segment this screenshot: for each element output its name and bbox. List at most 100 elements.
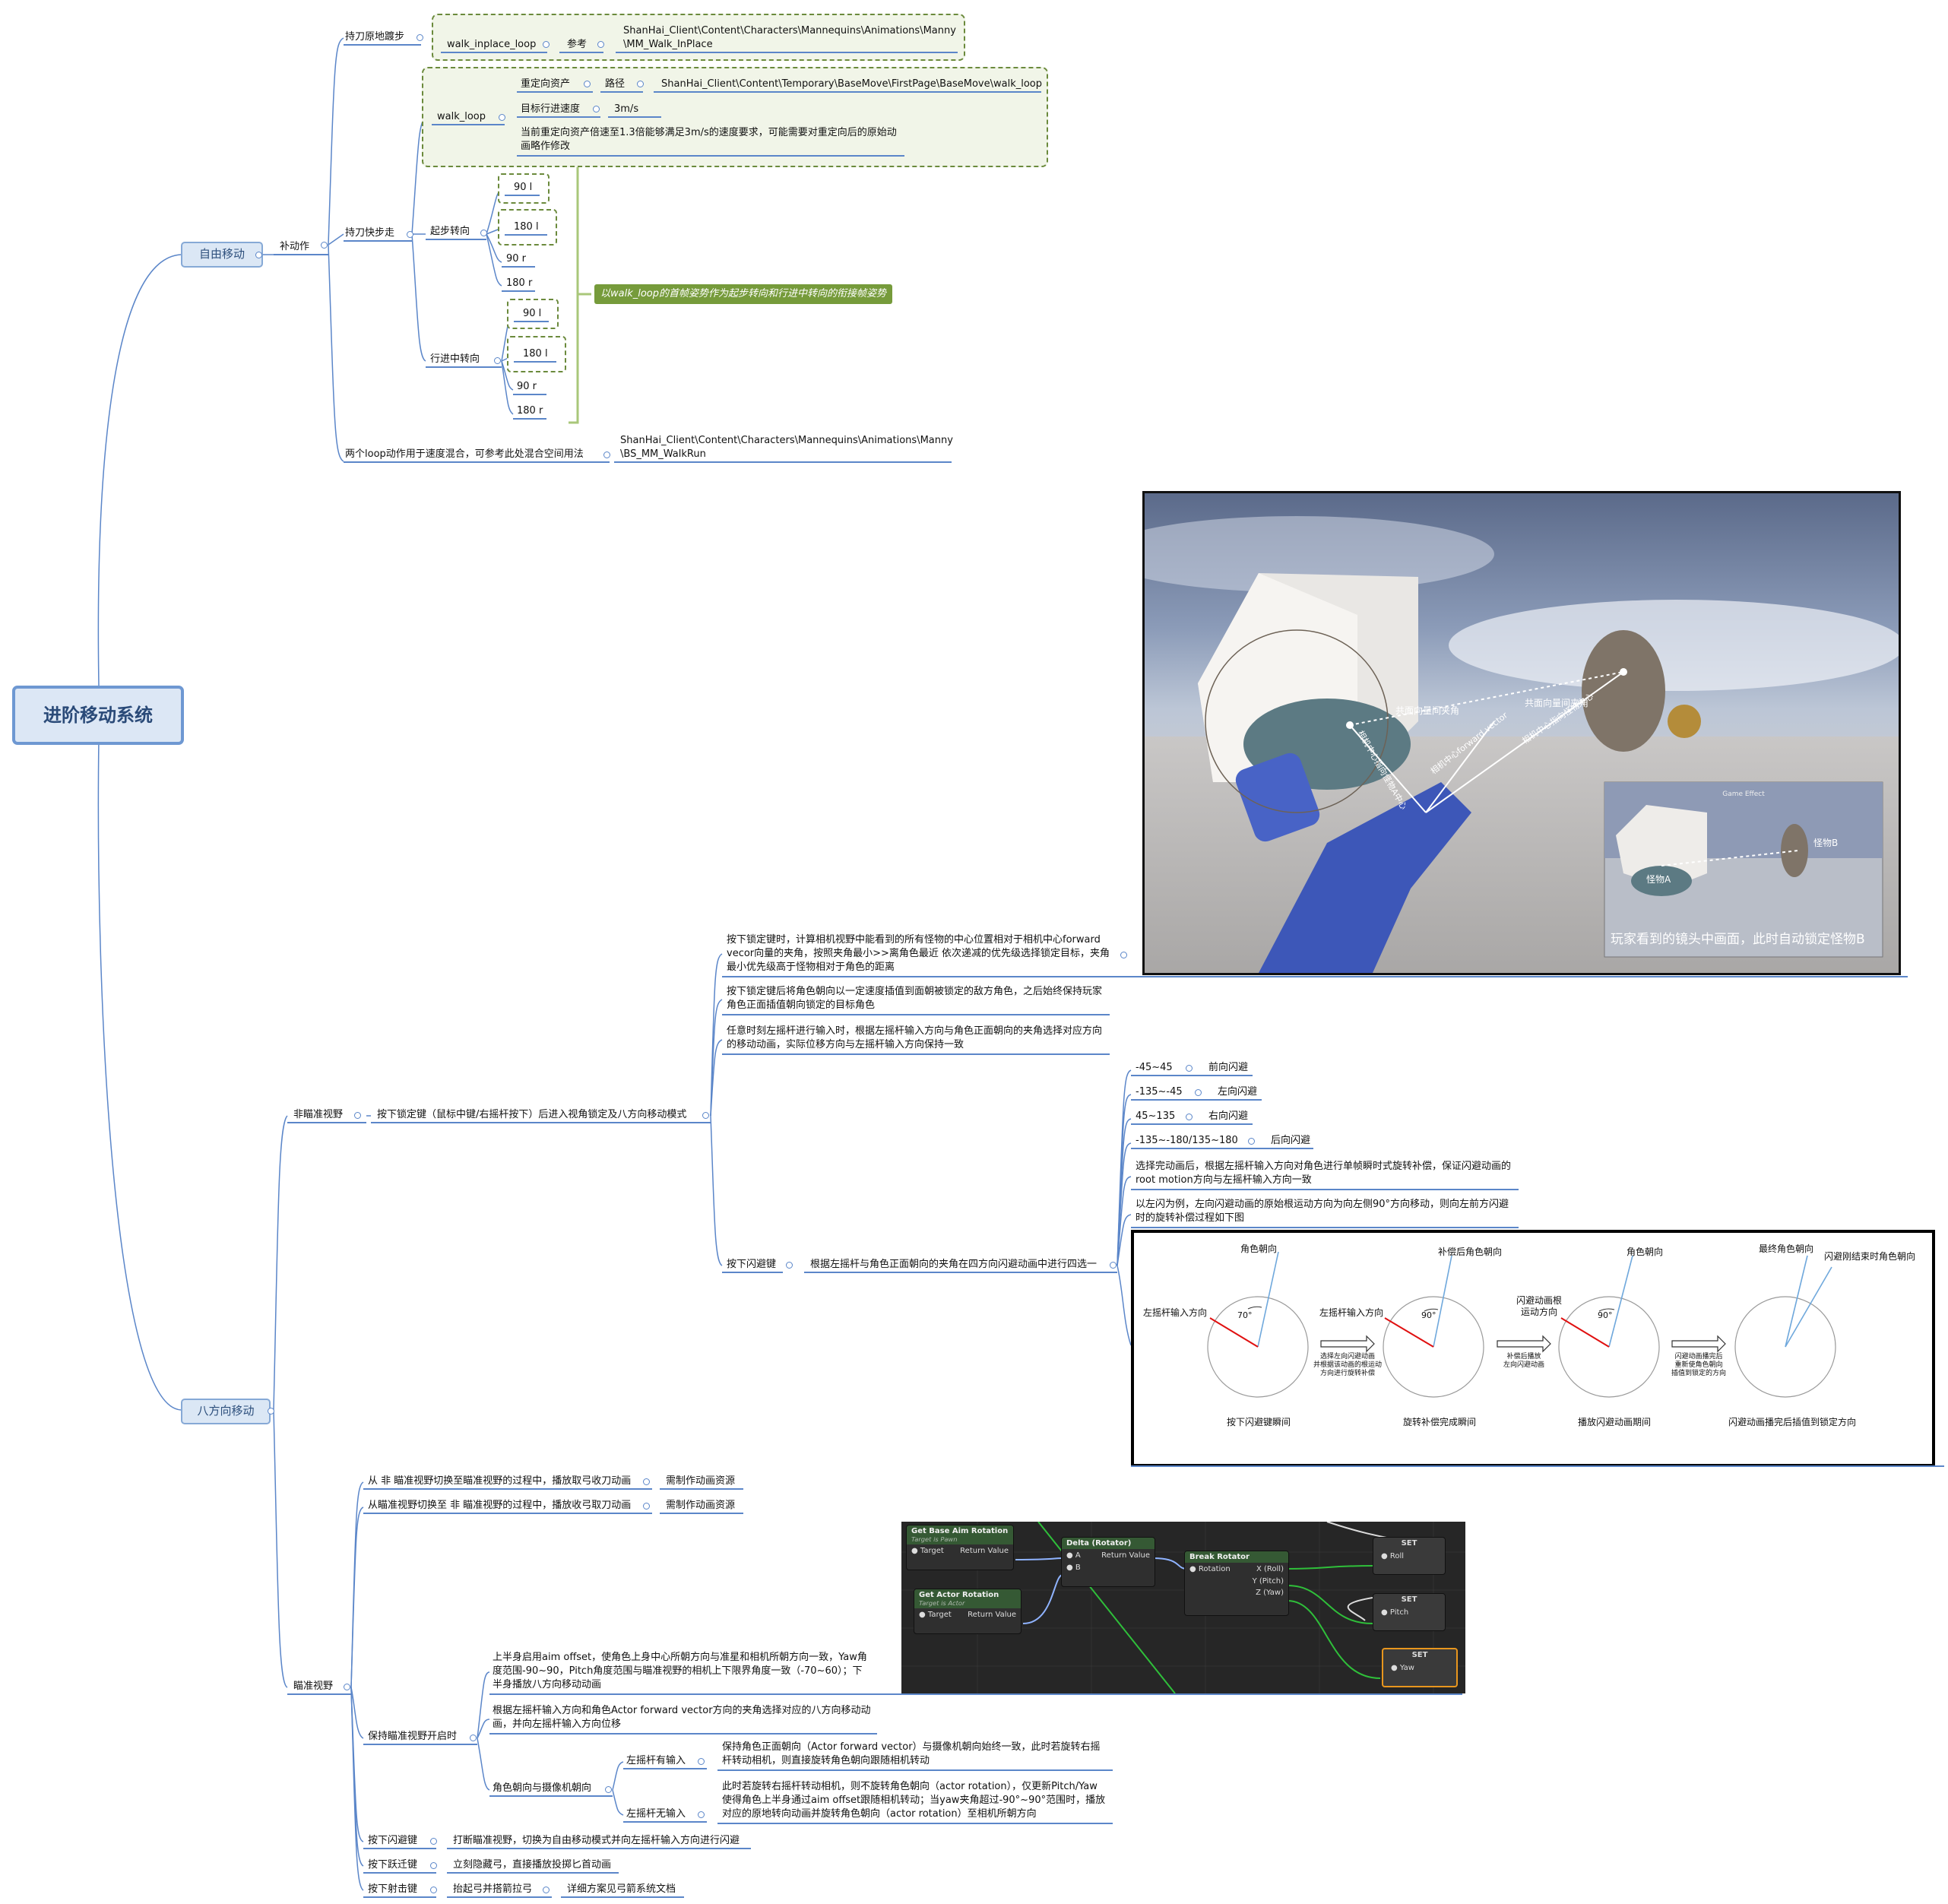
game-screenshot: 共面向量间夹角 共面向量间夹角 相机中心forward vector 相机中心指…	[1142, 491, 1901, 975]
node-fast-walk[interactable]: 持刀快步走	[345, 227, 395, 239]
collapse-toggle[interactable]	[643, 1478, 650, 1485]
collapse-toggle[interactable]	[584, 81, 591, 87]
node-lock[interactable]: 按下锁定键（鼠标中键/右摇杆按下）后进入视角锁定及八方向移动模式	[377, 1109, 687, 1120]
collapse-toggle[interactable]	[430, 1862, 437, 1869]
collapse-toggle[interactable]	[1110, 1262, 1117, 1269]
collapse-toggle[interactable]	[1186, 1114, 1193, 1120]
dodge-range[interactable]: -45~45	[1136, 1062, 1173, 1073]
switch-out-tag: 需制作动画资源	[666, 1500, 736, 1511]
collapse-toggle[interactable]	[603, 451, 610, 458]
node-with-input[interactable]: 左摇杆有输入	[626, 1755, 686, 1766]
facing-line	[1257, 1251, 1279, 1348]
inplace-panel	[432, 14, 965, 61]
node-start-turn[interactable]: 起步转向	[430, 226, 470, 237]
collapse-toggle[interactable]	[698, 1758, 705, 1765]
node-ref[interactable]: 参考	[567, 39, 588, 50]
collapse-toggle[interactable]	[1248, 1138, 1255, 1145]
scene-label: 共面向量间夹角	[1395, 705, 1459, 716]
node-dodge[interactable]: 按下闪避键	[727, 1259, 777, 1270]
node-no-input[interactable]: 左摇杆无输入	[626, 1808, 686, 1820]
aim-offset-line1: 上半身启用aim offset，使角色上身中心所朝方向与准星和相机所朝方向一致，…	[493, 1652, 867, 1663]
node-free-move[interactable]: 自由移动	[181, 242, 263, 268]
node-eight-dir[interactable]: 八方向移动	[181, 1399, 271, 1424]
no-input-line3: 对应的原地转向动画并旋转角色朝向（actor rotation）至相机所朝方向	[722, 1808, 1037, 1820]
mid-turn-item[interactable]: 90 l	[523, 308, 542, 319]
circle-left-label: 左摇杆输入方向	[1143, 1307, 1208, 1318]
node-fill-anim[interactable]: 补动作	[280, 241, 310, 252]
collapse-toggle[interactable]	[268, 1408, 274, 1415]
start-turn-item[interactable]: 90 l	[514, 182, 533, 193]
start-turn-item[interactable]: 90 r	[506, 253, 527, 265]
aim-move-line2: 画，并向左摇杆输入方向位移	[493, 1719, 622, 1730]
collapse-toggle[interactable]	[643, 1503, 650, 1510]
mid-turn-item[interactable]: 90 r	[517, 381, 537, 392]
no-input-line2: 使得角色上半身通过aim offset跟随相机转动；当yaw夹角超过-90°~9…	[722, 1795, 1106, 1806]
node-walk-loop[interactable]: walk_loop	[437, 111, 486, 122]
node-aim-jump[interactable]: 按下跃迁键	[368, 1859, 418, 1871]
aim-offset-line3: 半身播放八方向移动动画	[493, 1679, 602, 1690]
collapse-toggle[interactable]	[698, 1811, 705, 1818]
root-topic[interactable]: 进阶移动系统	[12, 686, 184, 745]
collapse-toggle[interactable]	[605, 1786, 612, 1793]
mid-turn-item[interactable]: 180 l	[523, 348, 548, 360]
node-switch-in[interactable]: 从 非 瞄准视野切换至瞄准视野的过程中，播放取弓收刀动画	[368, 1475, 632, 1487]
collapse-toggle[interactable]	[407, 231, 413, 238]
collapse-toggle[interactable]	[321, 242, 328, 249]
node-mid-turn[interactable]: 行进中转向	[430, 353, 480, 365]
collapse-toggle[interactable]	[543, 1887, 550, 1893]
dodge-note1-line2: root motion方向与左摇杆输入方向一致	[1136, 1174, 1312, 1186]
collapse-toggle[interactable]	[702, 1112, 709, 1119]
dodge-note1-line1: 选择完动画后，根据左摇杆输入方向对角色进行单帧瞬时式旋转补偿，保证闪避动画的	[1136, 1161, 1512, 1172]
circle-top-label: 角色朝向	[1240, 1243, 1278, 1254]
node-inplace-anim[interactable]: walk_inplace_loop	[447, 39, 537, 50]
dodge-dir: 左向闪避	[1218, 1086, 1258, 1098]
collapse-toggle[interactable]	[786, 1262, 793, 1269]
node-blend[interactable]: 两个loop动作用于速度混合，可参考此处混合空间用法	[345, 448, 584, 460]
collapse-toggle[interactable]	[430, 1838, 437, 1845]
dodge-range[interactable]: -135~-180/135~180	[1136, 1135, 1238, 1146]
dodge-range[interactable]: -135~-45	[1136, 1086, 1183, 1098]
collapse-toggle[interactable]	[637, 81, 644, 87]
collapse-toggle[interactable]	[499, 114, 505, 121]
start-turn-item[interactable]: 180 r	[506, 277, 533, 289]
collapse-toggle[interactable]	[494, 357, 501, 364]
node-aim-shoot[interactable]: 按下射击键	[368, 1883, 418, 1895]
node-switch-out[interactable]: 从瞄准视野切换至 非 瞄准视野的过程中，播放收弓取刀动画	[368, 1500, 632, 1511]
collapse-toggle[interactable]	[354, 1112, 361, 1119]
node-speed-label[interactable]: 目标行进速度	[521, 103, 581, 115]
scene-label: 共面向量间夹角	[1525, 697, 1588, 708]
collapse-toggle[interactable]	[1120, 952, 1127, 958]
node-inplace[interactable]: 持刀原地踱步	[345, 31, 405, 43]
node-retarget[interactable]: 重定向资产	[521, 78, 571, 90]
collapse-toggle[interactable]	[470, 1735, 477, 1741]
no-input-line1: 此时若旋转右摇杆转动相机，则不旋转角色朝向（actor rotation），仅更…	[722, 1781, 1098, 1792]
collapse-toggle[interactable]	[597, 41, 604, 48]
node-aim[interactable]: 瞄准视野	[293, 1681, 334, 1692]
collapse-toggle[interactable]	[255, 252, 262, 258]
walk-loop-note-2: 画略作修改	[521, 141, 571, 152]
collapse-toggle[interactable]	[543, 41, 550, 48]
lock-item-1-line1: 按下锁定键时，计算相机视野中能看到的所有怪物的中心位置相对于相机中心forwar…	[727, 934, 1101, 946]
collapse-toggle[interactable]	[593, 106, 600, 112]
collapse-toggle[interactable]	[1186, 1065, 1193, 1072]
circle-right-label: 闪避刚结束时角色朝向	[1824, 1251, 1916, 1262]
summary-label[interactable]: 以walk_loop的首帧姿势作为起步转向和行进中转向的衔接帧姿势	[594, 284, 893, 304]
mid-turn-item[interactable]: 180 r	[517, 405, 543, 417]
start-turn-item[interactable]: 180 l	[514, 221, 539, 233]
node-set-roll: SET ● Roll	[1373, 1537, 1446, 1575]
node-keep-aim[interactable]: 保持瞄准视野开启时	[368, 1731, 458, 1742]
aim-dodge-text: 打断瞄准视野，切换为自由移动模式并向左摇杆输入方向进行闪避	[453, 1835, 740, 1846]
node-non-aim[interactable]: 非瞄准视野	[293, 1109, 344, 1120]
collapse-toggle[interactable]	[344, 1684, 350, 1690]
node-facing[interactable]: 角色朝向与摄像机朝向	[493, 1782, 592, 1794]
lock-item-1-line3: 最小优先级高于怪物相对于角色的距离	[727, 962, 895, 973]
node-aim-dodge[interactable]: 按下闪避键	[368, 1835, 418, 1846]
node-path-label[interactable]: 路径	[605, 78, 626, 90]
dodge-range[interactable]: 45~135	[1136, 1110, 1176, 1122]
collapse-toggle[interactable]	[480, 230, 487, 236]
collapse-toggle[interactable]	[430, 1887, 437, 1893]
collapse-toggle[interactable]	[1195, 1089, 1202, 1096]
dodge-diagram: 角色朝向 左摇杆输入方向 70° 按下闪避键瞬间 补偿后角色朝向 左摇杆输入方向…	[1131, 1230, 1935, 1467]
collapse-toggle[interactable]	[417, 34, 423, 41]
